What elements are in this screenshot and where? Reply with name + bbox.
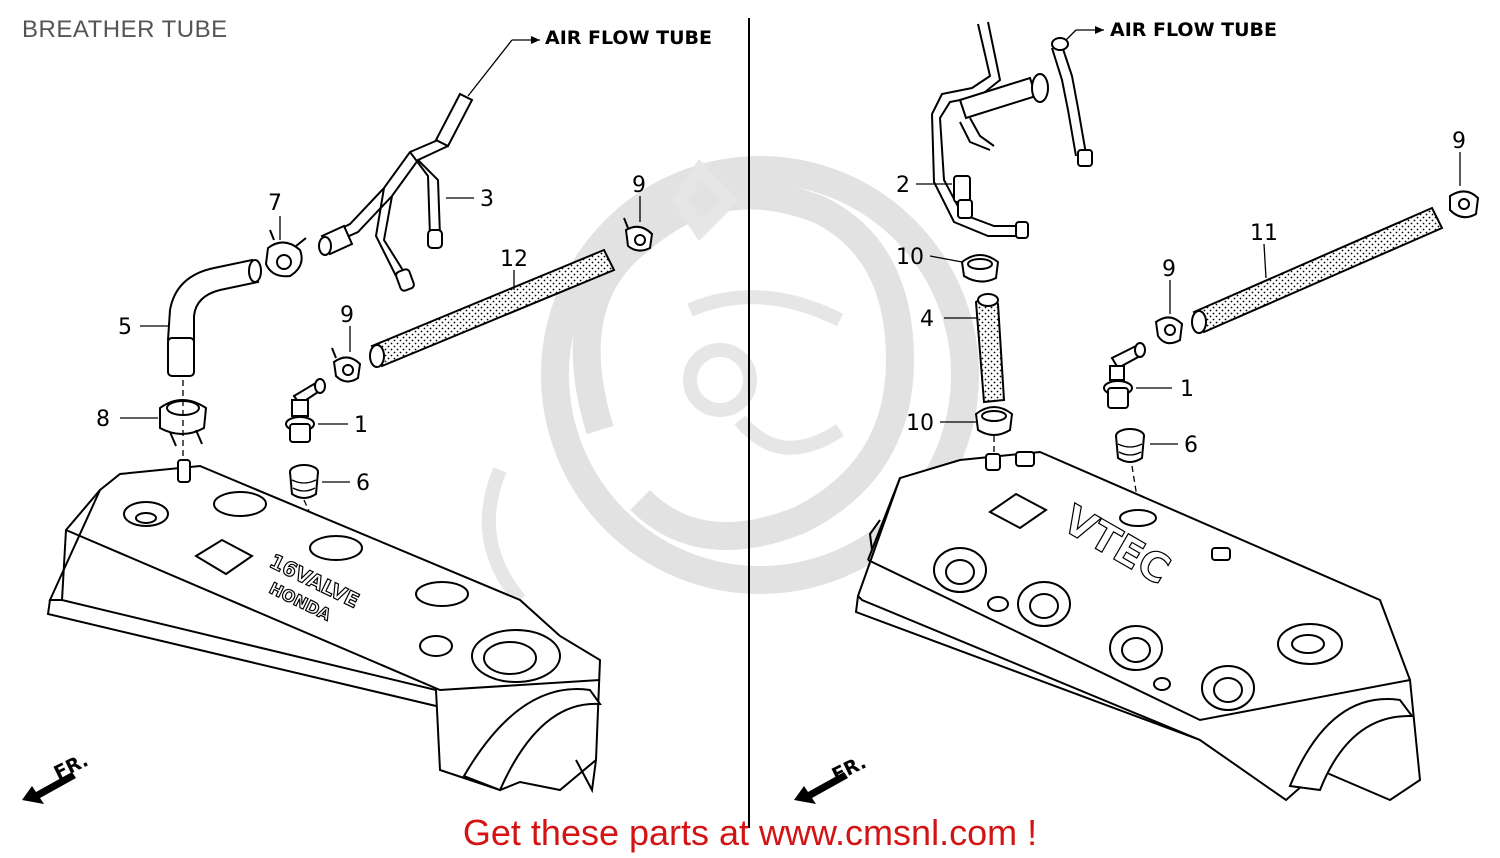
watermark-logo (481, 156, 979, 605)
cylinder-head-cover-left: 16VALVE HONDA (46, 459, 603, 794)
callout-9-lower: 9 (340, 303, 354, 328)
part-9-clip-right-upper[interactable] (1449, 190, 1480, 219)
callout-3: 3 (480, 187, 494, 212)
callout-9-upper: 9 (632, 173, 646, 198)
callout-4: 4 (920, 307, 934, 332)
part-11-breather-hose[interactable] (1191, 206, 1444, 334)
part-10-clip-lower[interactable] (974, 406, 1014, 436)
left-panel: AIR FLOW TUBE 3 7 (22, 27, 712, 804)
callout-9-right-middle: 9 (1162, 257, 1176, 282)
callout-10-upper: 10 (896, 245, 924, 270)
part-12-breather-hose[interactable] (369, 248, 616, 368)
front-direction-arrow-left: FR. (22, 749, 92, 804)
part-6-grommet[interactable] (289, 464, 319, 499)
callout-5: 5 (118, 315, 132, 340)
part-7-hose-clip[interactable] (264, 229, 307, 278)
part-1-pcv-valve-right[interactable] (1103, 342, 1146, 409)
callout-12: 12 (500, 247, 528, 272)
callout-6: 6 (356, 471, 370, 496)
right-panel: AIR FLOW TUBE 2 10 (794, 19, 1480, 804)
part-2-air-flow-tube[interactable] (930, 21, 1093, 239)
callout-2: 2 (896, 173, 910, 198)
callout-1: 1 (354, 413, 368, 438)
part-10-clip-upper[interactable] (960, 254, 1000, 283)
fr-label-right: FR. (829, 751, 870, 786)
part-9-clip-right-middle[interactable] (1154, 316, 1184, 345)
callout-6-right: 6 (1184, 433, 1198, 458)
callout-10-lower: 10 (906, 411, 934, 436)
cylinder-head-cover-right: VTEC (854, 450, 1422, 802)
callout-11: 11 (1250, 221, 1278, 246)
part-5-breather-hose[interactable] (166, 258, 262, 377)
callout-9-right-upper: 9 (1452, 129, 1466, 154)
front-direction-arrow-right: FR. (794, 751, 870, 804)
callout-7: 7 (268, 191, 282, 216)
callout-8: 8 (96, 407, 110, 432)
callout-1-right: 1 (1180, 377, 1194, 402)
air-flow-tube-label-right: AIR FLOW TUBE (1110, 19, 1277, 41)
part-9-clip-upper[interactable] (623, 217, 654, 252)
air-flow-tube-label-left: AIR FLOW TUBE (545, 27, 712, 49)
part-1-pcv-valve[interactable] (285, 378, 326, 443)
cmsnl-link[interactable]: Get these parts at www.cmsnl.com ! (462, 812, 1038, 853)
part-9-clip-lower[interactable] (331, 347, 362, 383)
page-title: BREATHER TUBE (22, 16, 228, 43)
part-6-grommet-right[interactable] (1115, 428, 1145, 463)
part-4-breather-hose[interactable] (974, 293, 1006, 404)
part-3-air-flow-tube[interactable] (318, 92, 474, 292)
